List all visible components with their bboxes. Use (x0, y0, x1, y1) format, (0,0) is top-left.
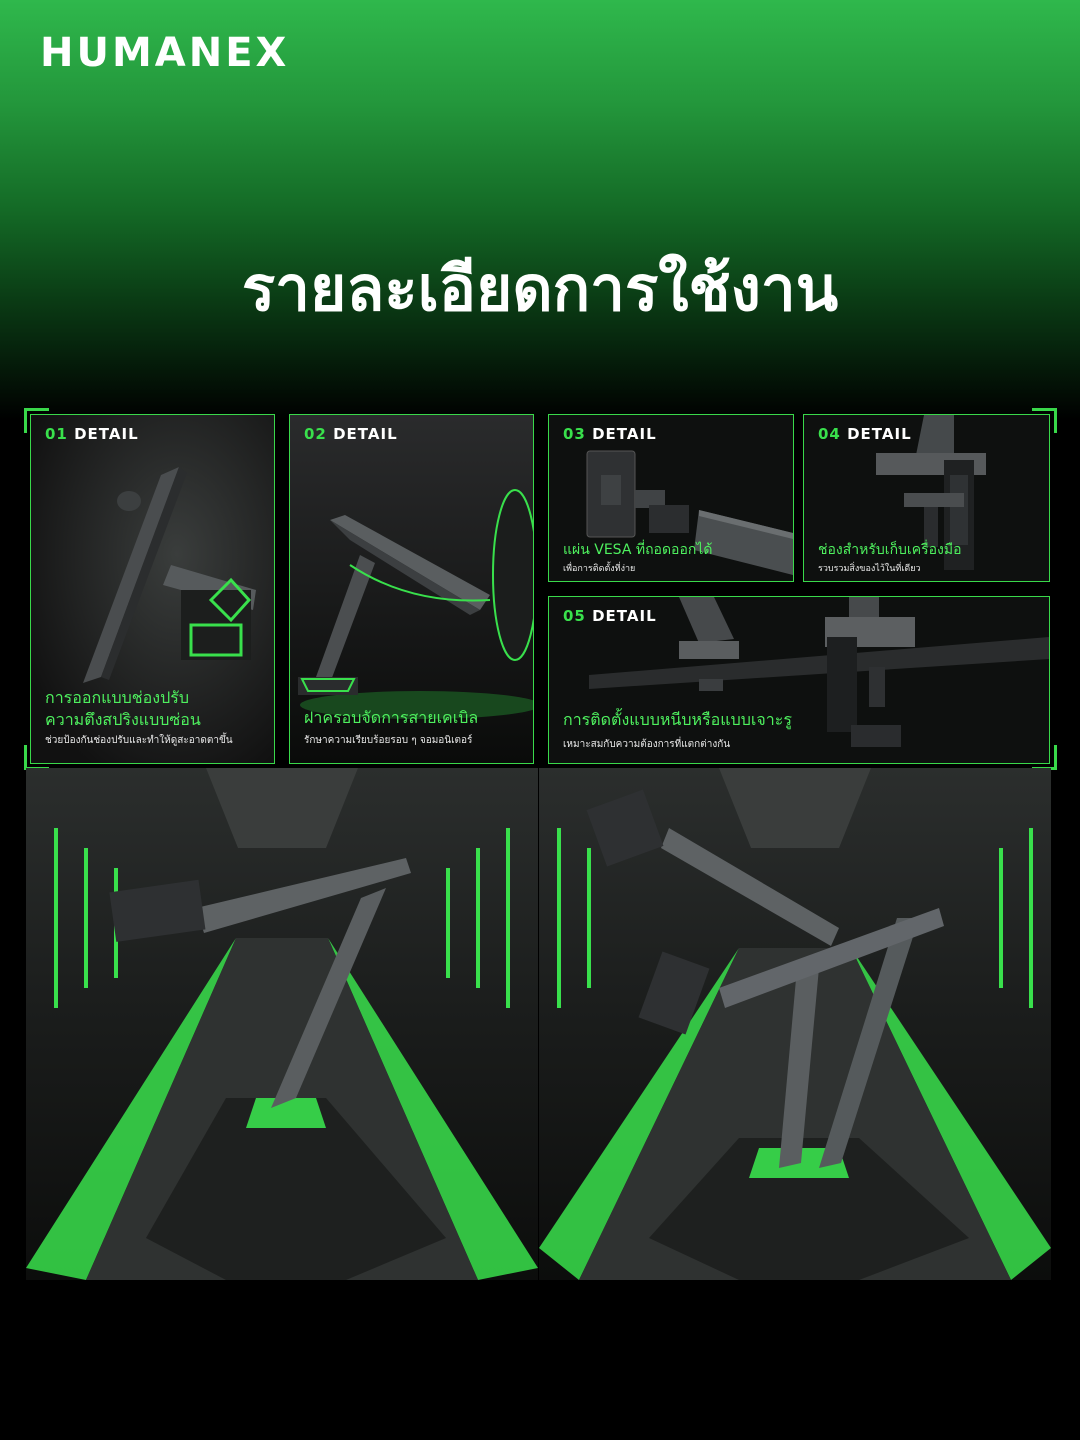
detail-05-tag: 05 DETAIL (563, 607, 657, 625)
brand-logo: HUMANEX (40, 30, 290, 76)
detail-02-tag: 02 DETAIL (304, 425, 398, 443)
detail-01-caption: การออกแบบช่องปรับความตึงสปริงแบบซ่อน (45, 688, 201, 729)
detail-02-image (290, 415, 533, 763)
header-gradient (0, 0, 1080, 420)
detail-04-tag: 04 DETAIL (818, 425, 912, 443)
detail-03-tag: 03 DETAIL (563, 425, 657, 443)
product-scene-dual-arm (539, 768, 1051, 1280)
detail-panel-04: 04 DETAIL ช่องสำหรับเก็บเครื่องมือ รวบรว… (803, 414, 1050, 582)
detail-03-image (549, 415, 793, 581)
detail-panel-01: 01 DETAIL การออกแบบช่องปรับความตึงสปริงแ… (30, 414, 275, 764)
detail-04-caption: ช่องสำหรับเก็บเครื่องมือ (818, 542, 962, 558)
detail-02-caption: ฝาครอบจัดการสายเคเบิล (304, 708, 479, 727)
detail-03-caption: แผ่น VESA ที่ถอดออกได้ (563, 542, 713, 558)
detail-01-tag: 01 DETAIL (45, 425, 139, 443)
detail-05-image (549, 597, 1049, 763)
detail-04-subtext: รวบรวมสิ่งของไว้ในที่เดียว (818, 564, 921, 574)
detail-03-subtext: เพื่อการติดตั้งที่ง่าย (563, 564, 636, 574)
detail-01-image (31, 415, 274, 763)
detail-05-subtext: เหมาะสมกับความต้องการที่แตกต่างกัน (563, 739, 731, 750)
detail-panel-03: 03 DETAIL แผ่น VESA ที่ถอดออกได้ เพื่อกา… (548, 414, 794, 582)
detail-panel-02: 02 DETAIL ฝาครอบจัดการสายเคเบิล รักษาควา… (289, 414, 534, 764)
detail-05-caption: การติดตั้งแบบหนีบหรือแบบเจาะรู (563, 710, 792, 729)
detail-02-subtext: รักษาความเรียบร้อยรอบ ๆ จอมอนิเตอร์ (304, 735, 473, 746)
detail-04-image (804, 415, 1049, 581)
detail-panel-05: 05 DETAIL การติดตั้งแบบหนีบหรือแบบเจาะรู… (548, 596, 1050, 764)
detail-01-subtext: ช่วยป้องกันช่องปรับและทำให้ดูสะอาดตาขึ้น (45, 735, 233, 746)
product-scene-single-arm (26, 768, 538, 1280)
corner-bracket-top-right (1032, 408, 1057, 433)
corner-bracket-top-left (24, 408, 49, 433)
page-title: รายละเอียดการใช้งาน (241, 252, 839, 325)
